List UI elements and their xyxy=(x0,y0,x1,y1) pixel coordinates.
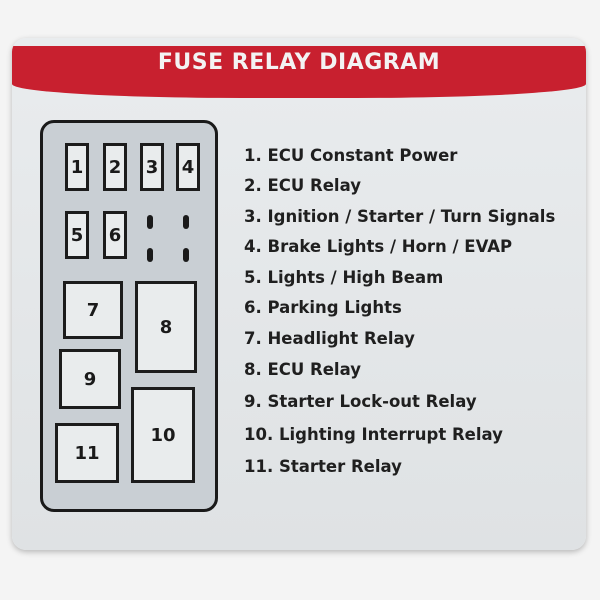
legend-item-5: 5. Lights / High Beam xyxy=(244,268,444,287)
legend-item-8: 8. ECU Relay xyxy=(244,360,361,379)
relay-10: 10 xyxy=(131,387,195,483)
relay-9: 9 xyxy=(59,349,121,409)
title-banner xyxy=(12,46,586,98)
legend-item-7: 7. Headlight Relay xyxy=(244,329,415,348)
fuse-3: 3 xyxy=(140,143,164,191)
relay-11: 11 xyxy=(55,423,119,483)
fuse-1: 1 xyxy=(65,143,89,191)
legend-item-6: 6. Parking Lights xyxy=(244,298,402,317)
fuse-2: 2 xyxy=(103,143,127,191)
fuse-6: 6 xyxy=(103,211,127,259)
relay-7: 7 xyxy=(63,281,123,339)
empty-slot-pin xyxy=(183,248,189,262)
legend-item-2: 2. ECU Relay xyxy=(244,176,361,195)
legend-item-1: 1. ECU Constant Power xyxy=(244,146,458,165)
relay-8: 8 xyxy=(135,281,197,373)
empty-slot-pin xyxy=(183,215,189,229)
empty-slot-pin xyxy=(147,215,153,229)
legend-item-9: 9. Starter Lock-out Relay xyxy=(244,392,477,411)
legend-item-10: 10. Lighting Interrupt Relay xyxy=(244,425,503,444)
fuse-box: 1 2 3 4 5 6 7 8 9 10 11 xyxy=(40,120,218,512)
fuse-4: 4 xyxy=(176,143,200,191)
fuse-5: 5 xyxy=(65,211,89,259)
legend-item-3: 3. Ignition / Starter / Turn Signals xyxy=(244,207,556,226)
legend-item-4: 4. Brake Lights / Horn / EVAP xyxy=(244,237,513,256)
empty-slot-pin xyxy=(147,248,153,262)
legend-item-11: 11. Starter Relay xyxy=(244,457,402,476)
diagram-title: FUSE RELAY DIAGRAM xyxy=(157,50,441,75)
